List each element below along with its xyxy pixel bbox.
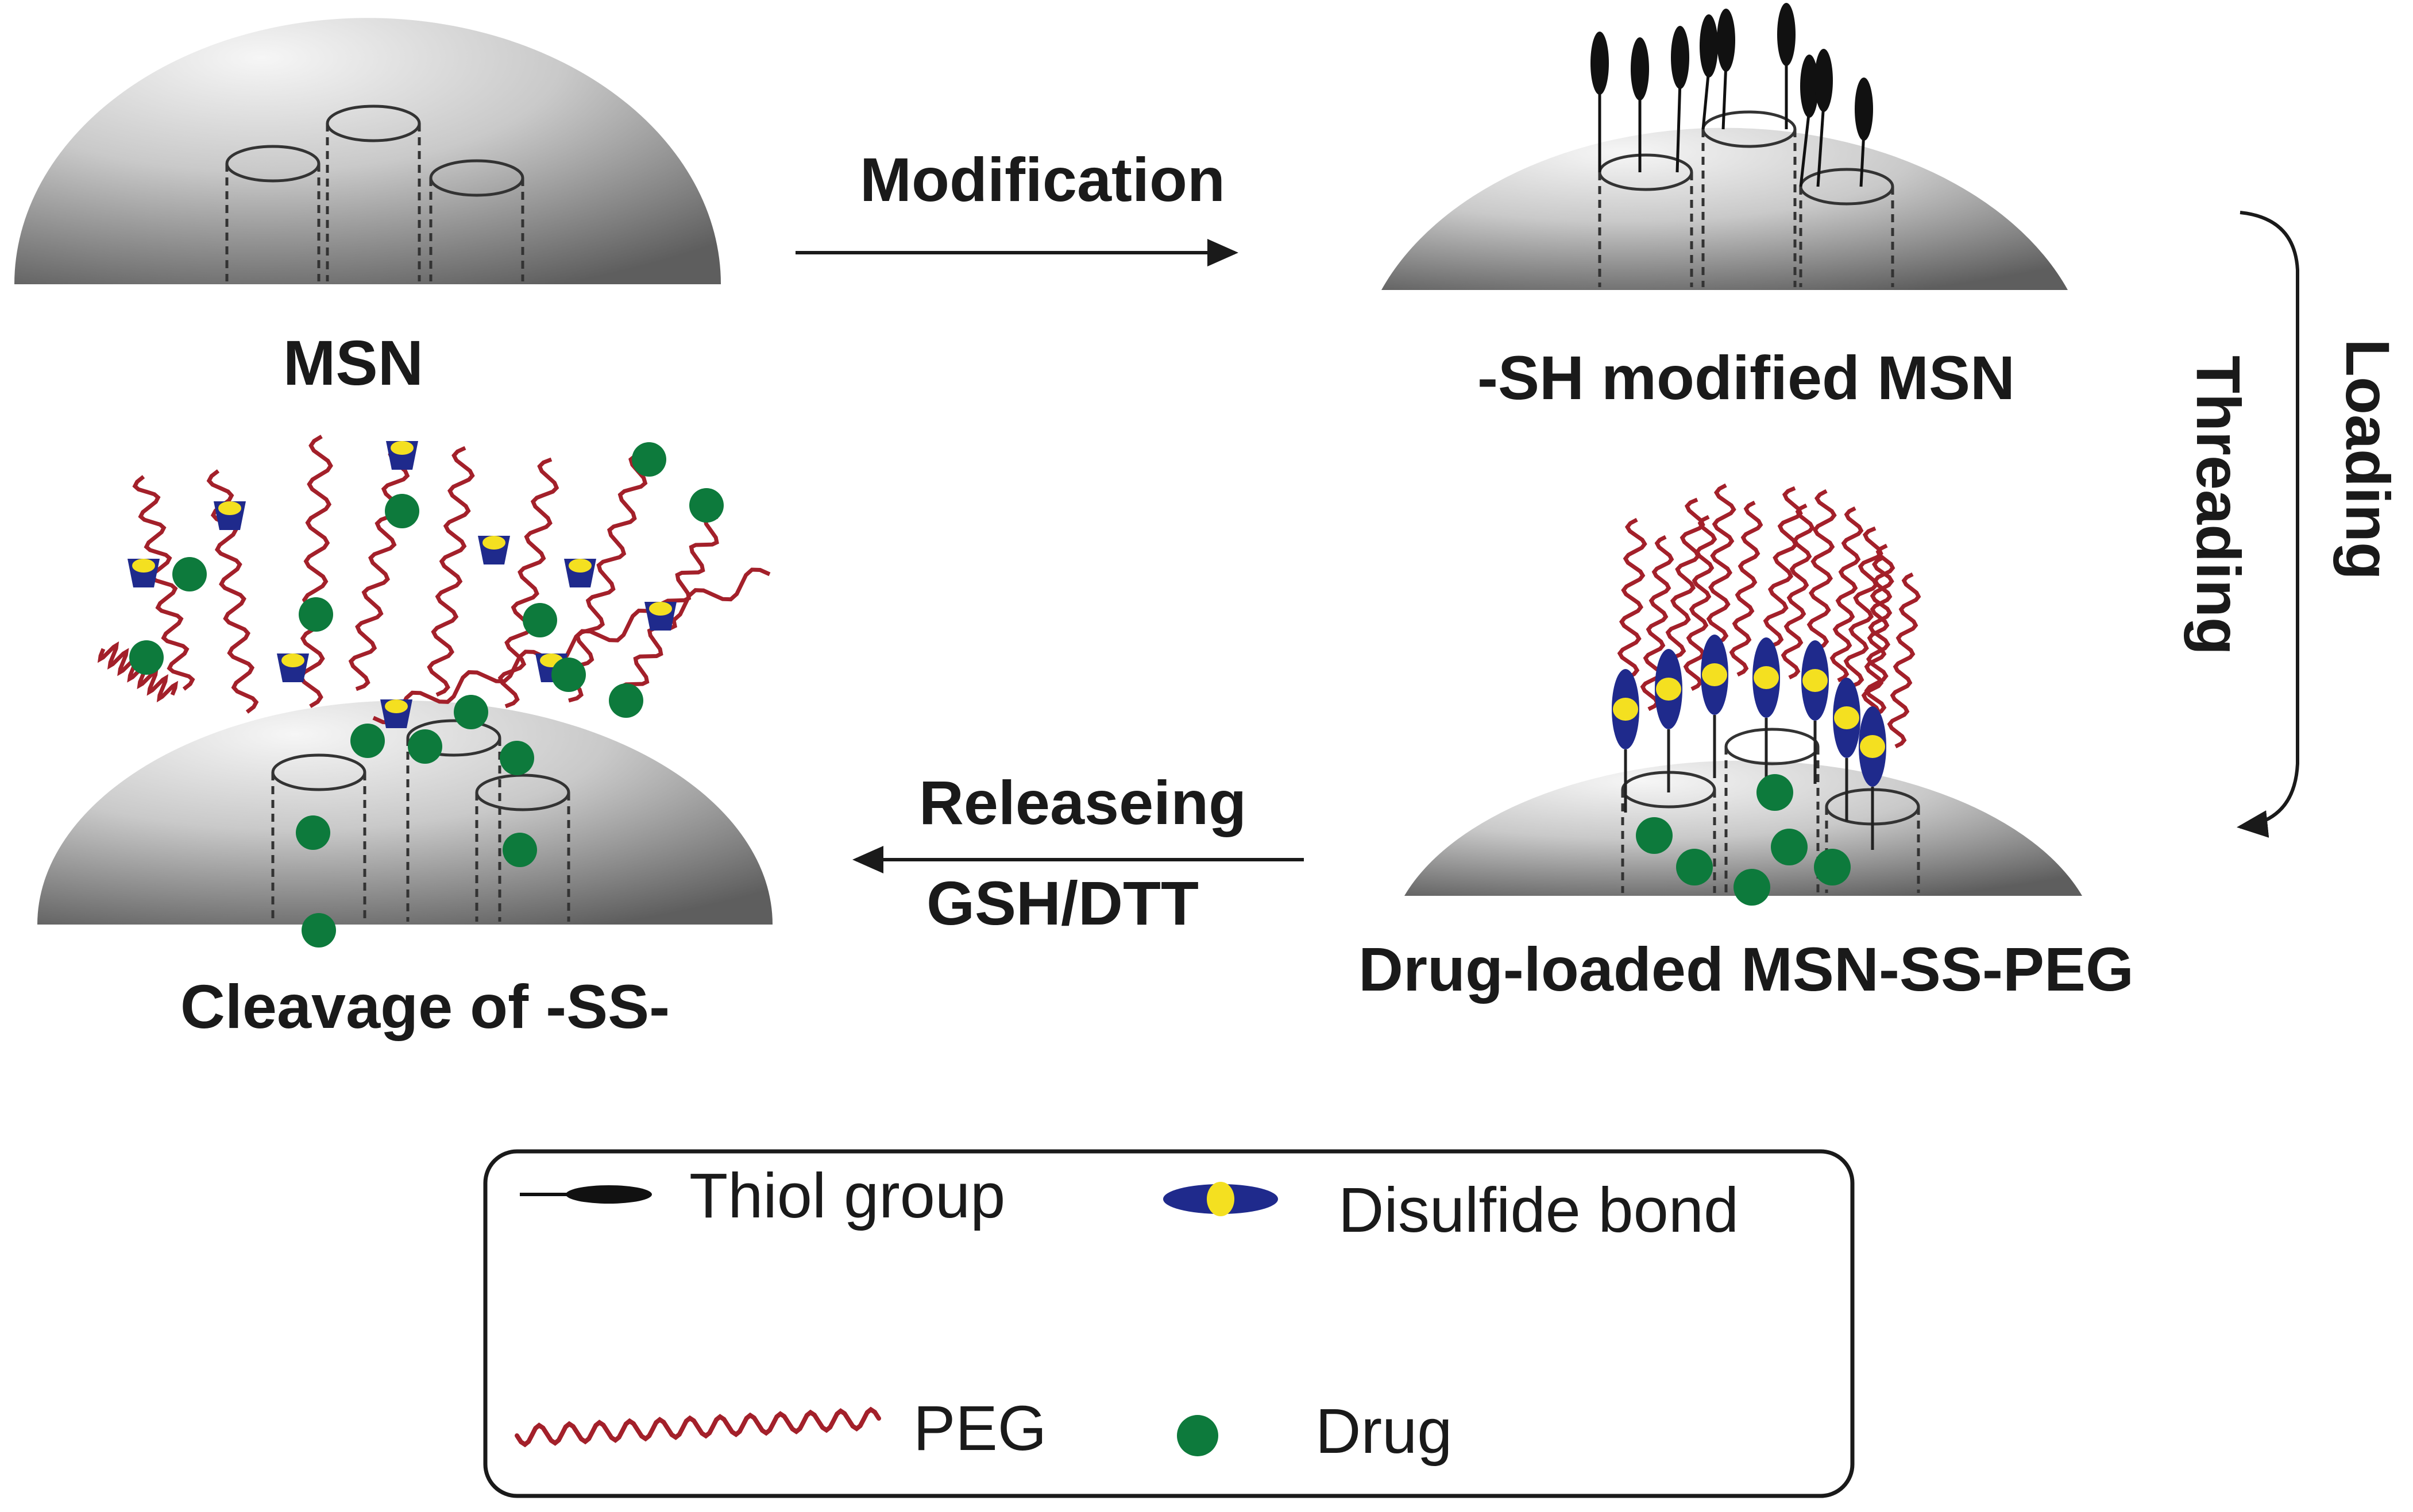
thiol-stem — [1701, 68, 1711, 130]
disulfide-core — [1802, 669, 1828, 692]
legend-peg-label: PEG — [913, 1393, 1047, 1464]
drug — [296, 815, 330, 850]
thiol-head — [1800, 55, 1819, 118]
legend: Thiol group Disulfide bond PEG Drug — [483, 1149, 1855, 1498]
thiol-stem — [1859, 132, 1866, 187]
legend-box — [483, 1149, 1855, 1498]
drug-loaded-msn-particle — [1404, 483, 2082, 906]
cleaved-msn-particle — [37, 435, 773, 948]
peg-chain — [1887, 572, 1921, 749]
label-cleavage: Cleavage of -SS- — [180, 972, 670, 1041]
drugs-in-pores — [1636, 774, 1851, 906]
cleaved-cap-core — [281, 653, 304, 667]
drug — [1771, 829, 1808, 865]
drug — [1734, 869, 1770, 906]
disulfide-core — [1656, 678, 1681, 701]
label-msn: MSN — [283, 328, 423, 399]
drug — [408, 729, 442, 764]
cleaved-cap-core — [132, 559, 155, 573]
drug — [632, 442, 666, 477]
cleaved-cap-core — [649, 602, 672, 616]
drug — [172, 557, 207, 591]
sh-modified-msn-particle — [1381, 3, 2068, 290]
disulfide-core — [1860, 735, 1885, 758]
thiol-head — [1814, 49, 1833, 112]
label-releasing: Releaseing — [919, 768, 1246, 837]
peg-chain — [372, 567, 771, 725]
legend-disulfide-label: Disulfide bond — [1338, 1175, 1739, 1246]
peg-chain — [564, 451, 648, 703]
drug — [500, 741, 534, 775]
label-sh-modified-msn: -SH modified MSN — [1477, 343, 2015, 412]
drug — [551, 658, 586, 692]
peg-chain — [206, 469, 259, 714]
peg-chain — [1683, 515, 1717, 691]
cleaved-cap-core — [482, 536, 505, 550]
loading-bracket — [2237, 211, 2299, 838]
cleaved-cap-core — [385, 699, 408, 713]
cleaved-cap-core — [218, 501, 241, 515]
pore-channels — [225, 105, 524, 281]
peg-chain — [497, 457, 559, 709]
drug — [385, 494, 419, 528]
drug-legend-icon — [1177, 1415, 1218, 1456]
thiol-stem — [1816, 103, 1825, 187]
drug — [1676, 849, 1713, 885]
cleaved-disulfide-caps — [128, 441, 677, 728]
peg-chain — [1781, 503, 1815, 680]
drug — [299, 597, 333, 632]
drug — [1756, 774, 1793, 811]
label-trigger: GSH/DTT — [926, 868, 1199, 938]
disulfide-core — [1754, 666, 1779, 689]
cleaved-cap-core — [391, 441, 414, 455]
drug — [454, 695, 488, 729]
drug — [1636, 817, 1673, 854]
peg-chain — [348, 446, 410, 691]
cleaved-cap-core — [569, 559, 592, 573]
legend-thiol-label: Thiol group — [689, 1161, 1005, 1231]
drug — [609, 683, 643, 718]
peg-chain — [1729, 500, 1763, 677]
drug — [350, 724, 385, 758]
peg-chain — [132, 475, 195, 691]
peg-legend-icon — [515, 1406, 881, 1448]
disulfide-bonds-threaded — [1612, 635, 1886, 850]
thiol-head — [1777, 3, 1796, 66]
thiol-stem — [1675, 80, 1682, 173]
thiol-legend-icon — [520, 1185, 652, 1204]
msn-particle — [14, 18, 721, 284]
thiol-stem — [1799, 109, 1811, 187]
peg-chain — [427, 446, 475, 697]
label-modification: Modification — [860, 145, 1225, 214]
disulfide-legend-icon — [1163, 1182, 1278, 1216]
thiol-head — [1855, 78, 1873, 141]
thiol-groups — [1590, 3, 1873, 187]
drug — [129, 640, 164, 675]
drug — [503, 833, 537, 867]
disulfide-core — [1613, 698, 1638, 721]
thiol-head — [1717, 9, 1735, 72]
label-threading: Threading — [2184, 355, 2253, 655]
peg-chain — [299, 435, 333, 708]
disulfide-core — [1834, 706, 1859, 729]
released-drugs — [129, 442, 724, 948]
thiol-head — [1671, 26, 1689, 89]
thiol-head — [1631, 37, 1649, 100]
drug — [302, 913, 336, 948]
drug — [1814, 849, 1851, 885]
thiol-head — [1700, 14, 1718, 78]
drug — [689, 488, 724, 523]
peg-chain — [1829, 506, 1864, 683]
thiol-stem — [1721, 63, 1728, 130]
label-loading: Loading — [2333, 339, 2403, 580]
peg-chain — [1640, 535, 1674, 711]
disulfide-core — [1702, 663, 1727, 686]
label-drug-loaded: Drug-loaded MSN-SS-PEG — [1358, 934, 2134, 1004]
drug — [523, 603, 557, 637]
legend-drug-label: Drug — [1315, 1396, 1452, 1467]
thiol-head — [1590, 32, 1609, 95]
